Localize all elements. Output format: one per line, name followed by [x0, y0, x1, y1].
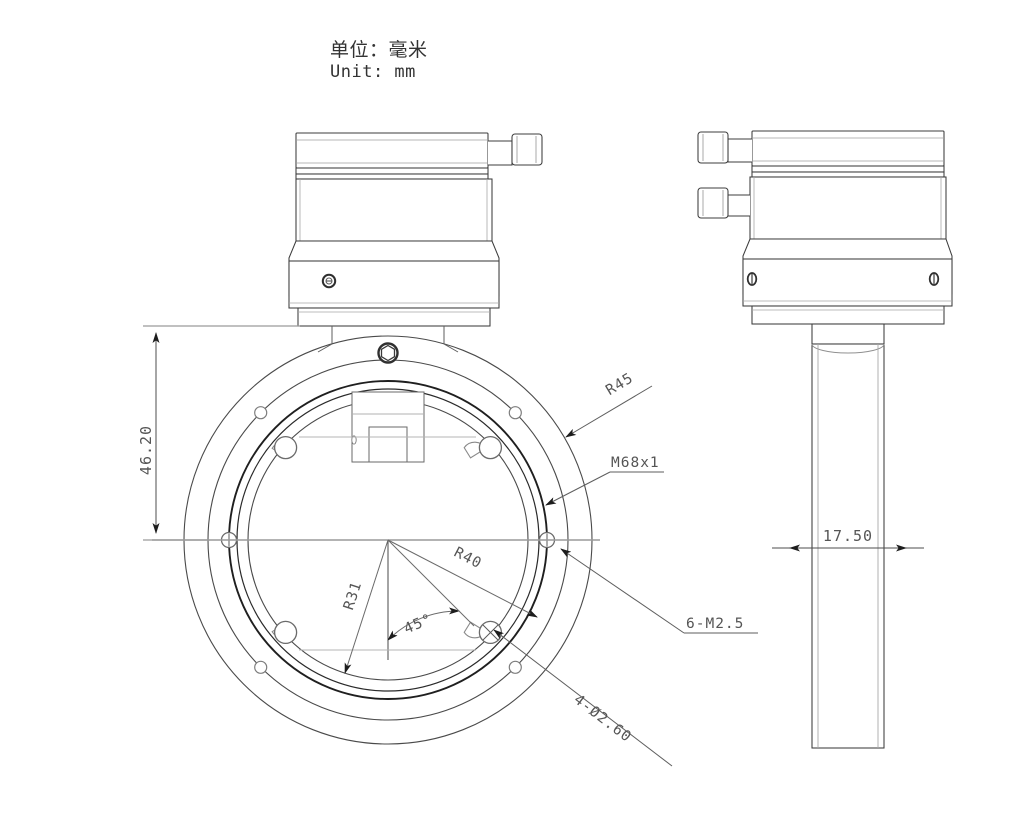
title-block: 单位：毫米 Unit: mm [330, 38, 428, 84]
dimension-17-50: 17.50 [772, 527, 924, 552]
dimension-label-4-dia260: 4-Ø2.60 [571, 692, 635, 746]
dimension-label-r40: R40 [451, 545, 484, 573]
screw-head-icon [321, 273, 337, 289]
unit-label-chinese: 单位：毫米 [330, 39, 428, 61]
mounting-post [811, 323, 885, 749]
leader-r45: R45 [565, 370, 653, 438]
dimension-label-r31: R31 [341, 579, 365, 612]
tapped-holes-6x [220, 435, 556, 645]
unit-label-english: Unit: mm [330, 62, 416, 83]
clearance-holes-4x [254, 406, 522, 674]
dimension-label-m68: M68x1 [611, 455, 660, 471]
leader-m68: M68x1 [545, 455, 664, 506]
center-rect-feature [351, 391, 425, 463]
dimension-label-6-m25: 6-M2.5 [686, 616, 744, 632]
side-screw-heads [746, 272, 940, 286]
front-view: 46.20 R45 M68x1 6-M2.5 4-Ø [137, 132, 758, 767]
leader-4-dia260: 4-Ø2.60 [493, 629, 673, 767]
dimension-label-45deg: 45° [402, 611, 435, 637]
dimension-label-17-50: 17.50 [823, 527, 873, 545]
dimension-r31: R31 [341, 539, 389, 674]
side-lens-barrel [697, 130, 953, 325]
front-lens-barrel [288, 132, 543, 327]
dimension-label-r45: R45 [603, 370, 636, 399]
dimension-46-20: 46.20 [137, 325, 300, 541]
dimension-label-46-20: 46.20 [137, 425, 155, 475]
dimension-r40: R40 [387, 539, 538, 618]
center-lines [152, 539, 600, 660]
hex-screw-icon [377, 342, 399, 364]
mount-bracket [317, 326, 459, 353]
leader-6-m25: 6-M2.5 [560, 548, 758, 634]
side-view: 17.50 [697, 130, 953, 749]
